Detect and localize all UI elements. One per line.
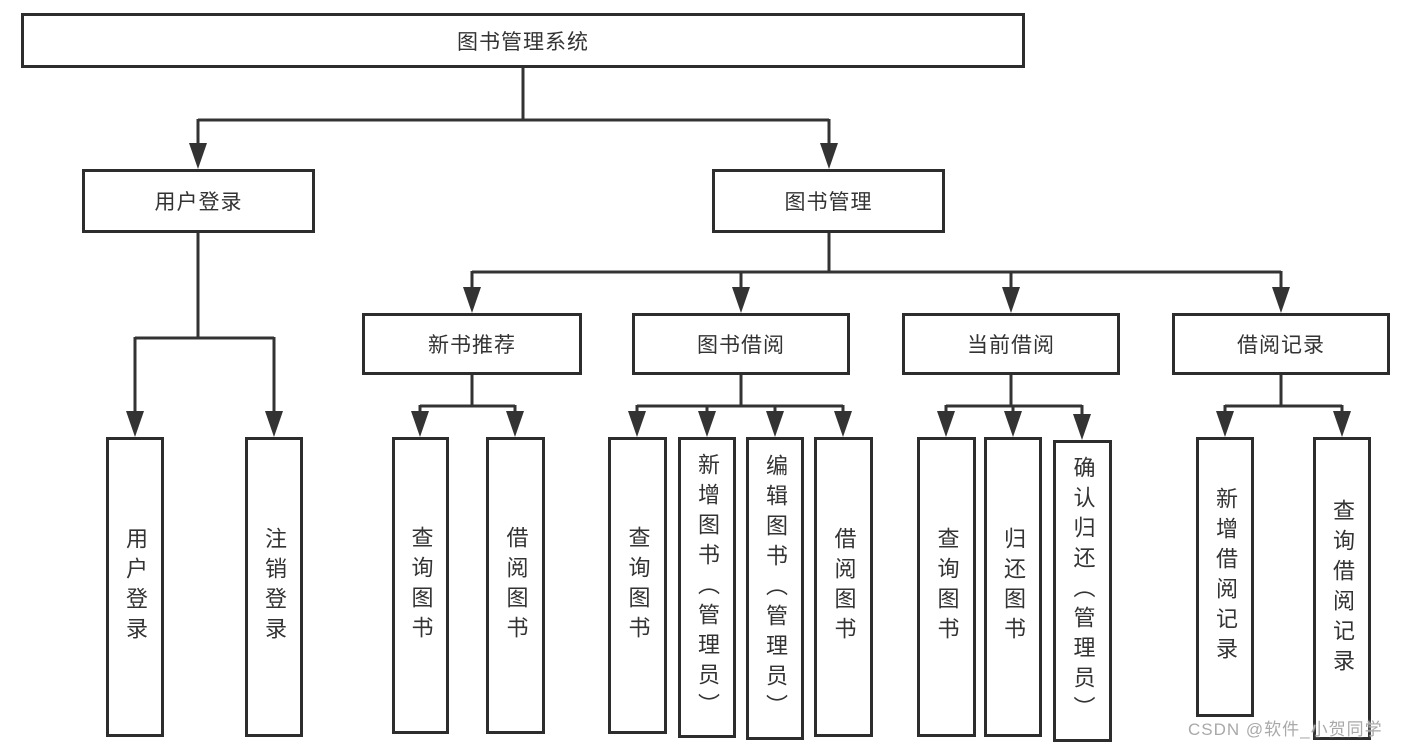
node-book-borrowing: 图书借阅 — [632, 313, 850, 375]
node-borrowing-records: 借阅记录 — [1172, 313, 1390, 375]
node-leaf-br-add-record-label: 新增借阅记录 — [1213, 487, 1238, 667]
node-book-management: 图书管理 — [712, 169, 945, 233]
node-leaf-bb-borrow-books-label: 借阅图书 — [831, 527, 857, 647]
node-leaf-logout-label: 注销登录 — [262, 527, 287, 647]
node-leaf-cb-return-books: 归还图书 — [984, 437, 1042, 737]
node-user-login-branch: 用户登录 — [82, 169, 315, 233]
node-leaf-cb-query-books: 查询图书 — [917, 437, 976, 737]
node-leaf-user-login-label: 用户登录 — [123, 527, 148, 647]
node-leaf-bb-borrow-books: 借阅图书 — [814, 437, 873, 737]
node-leaf-cb-confirm-return-label: 确认归还（管理员） — [1070, 456, 1096, 726]
node-current-borrowing: 当前借阅 — [902, 313, 1120, 375]
node-book-borrowing-label: 图书借阅 — [697, 334, 785, 357]
node-leaf-br-add-record: 新增借阅记录 — [1196, 437, 1254, 717]
node-root-label: 图书管理系统 — [457, 30, 589, 54]
node-leaf-nb-borrow-books-label: 借阅图书 — [503, 525, 529, 646]
node-user-login-branch-label: 用户登录 — [154, 191, 243, 214]
node-leaf-nb-borrow-books: 借阅图书 — [486, 437, 545, 734]
node-leaf-cb-query-books-label: 查询图书 — [934, 527, 960, 647]
node-leaf-bb-add-books: 新增图书（管理员） — [678, 437, 736, 738]
node-leaf-user-login: 用户登录 — [106, 437, 164, 737]
node-leaf-bb-edit-books: 编辑图书（管理员） — [746, 437, 804, 740]
node-leaf-bb-query-books-label: 查询图书 — [625, 525, 651, 646]
node-leaf-br-query-record: 查询借阅记录 — [1313, 437, 1371, 740]
node-new-book-recommend-label: 新书推荐 — [428, 334, 516, 357]
node-leaf-nb-query-books: 查询图书 — [392, 437, 449, 734]
node-current-borrowing-label: 当前借阅 — [967, 334, 1055, 357]
node-leaf-cb-confirm-return: 确认归还（管理员） — [1053, 440, 1112, 742]
node-new-book-recommend: 新书推荐 — [362, 313, 582, 375]
node-leaf-bb-edit-books-label: 编辑图书（管理员） — [763, 453, 788, 724]
watermark: CSDN @软件_小贺同学 — [1188, 720, 1383, 739]
node-borrowing-records-label: 借阅记录 — [1237, 334, 1325, 357]
node-leaf-nb-query-books-label: 查询图书 — [408, 525, 434, 646]
node-leaf-logout: 注销登录 — [245, 437, 303, 737]
node-leaf-br-query-record-label: 查询借阅记录 — [1330, 498, 1355, 679]
node-leaf-cb-return-books-label: 归还图书 — [1001, 527, 1026, 647]
node-leaf-bb-query-books: 查询图书 — [608, 437, 667, 734]
node-book-management-label: 图书管理 — [784, 191, 873, 214]
node-root: 图书管理系统 — [21, 13, 1025, 68]
node-leaf-bb-add-books-label: 新增图书（管理员） — [695, 452, 720, 723]
